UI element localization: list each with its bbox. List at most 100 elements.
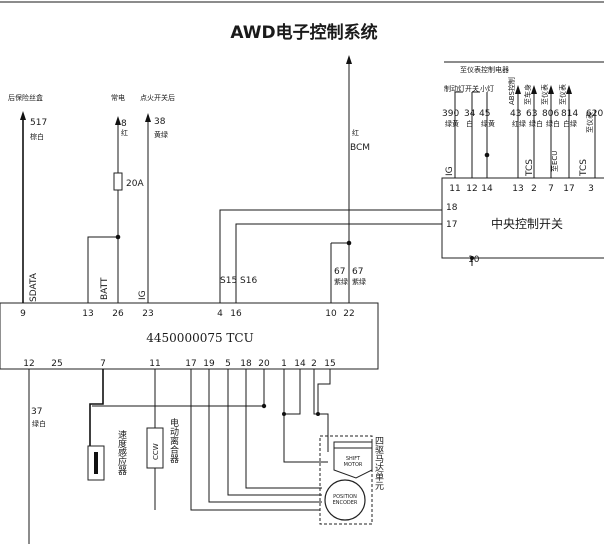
wire-15 (317, 369, 331, 414)
arrow-63 (531, 85, 537, 94)
motor-unit-frame (319, 435, 373, 525)
sw-pin-11: 11 (449, 184, 460, 194)
sw-pin-13: 13 (512, 184, 523, 194)
arrow-batt (115, 116, 121, 125)
wire-speed-sensor-b (92, 369, 265, 407)
label-s16: S16 (240, 276, 257, 286)
label-s15: S15 (220, 276, 237, 286)
wire-s16 (235, 223, 442, 303)
sw-pin-3: 3 (588, 184, 594, 194)
sw-note-c: 至ECU (551, 151, 559, 172)
tcu-top-pins: 9 13 26 23 4 16 10 22 (20, 309, 355, 319)
tcu-pin-5b: 5 (225, 359, 231, 369)
tcu-pin-13: 13 (82, 309, 93, 319)
tcu-pin-26: 26 (112, 309, 124, 319)
dest-ignition: 点火开关后 (140, 93, 175, 102)
tcu-label: 4450000075 TCU (146, 331, 253, 345)
junction-bcm (346, 240, 352, 246)
motor-unit-label: 四驱马达单元 (373, 436, 384, 491)
wire-34-color: 白 (466, 119, 473, 128)
sw-tcs-label-1: TCS (525, 159, 535, 177)
wire-620-code: 620 (586, 109, 603, 119)
wire-8-code: 8 (121, 119, 127, 129)
sw-pin-18: 18 (446, 203, 458, 213)
sw-pin-2: 2 (531, 184, 537, 194)
wire-390-color: 绿黄 (445, 119, 459, 128)
wire-45-code: 45 (479, 109, 490, 119)
tcu-pin-1b: 1 (281, 359, 287, 369)
sw-ig-label: IG (445, 166, 455, 176)
sw-note-d: 至仪表 (558, 84, 567, 105)
wire-s15 (219, 209, 442, 303)
wire-37-color-1: 绿白 (32, 419, 46, 428)
tcu-pin-16: 16 (230, 309, 242, 319)
sw-pin-10: 10 (468, 255, 480, 265)
tcu-bottom-pins: 12 25 7 11 17 19 5 18 20 1 14 2 15 (23, 359, 335, 369)
sw-note-b: 至仪表 (540, 84, 549, 105)
clutch-mark: CCW (152, 443, 160, 460)
wire-34-code: 34 (464, 109, 476, 119)
wire-17 (190, 369, 320, 511)
wire-speed-sensor-a (89, 369, 104, 464)
sw-note-e: 至仪表 (585, 112, 594, 133)
wire-18 (245, 369, 322, 489)
sw-abs-label: ABS控制 (507, 77, 516, 105)
switch-box (441, 177, 604, 259)
wire-38-code: 38 (154, 117, 166, 127)
wire-19 (208, 369, 322, 503)
tcu-pin-18b: 18 (240, 359, 252, 369)
label-batt: BATT (100, 277, 110, 300)
wire-45-color: 绿黄 (481, 119, 495, 128)
tcu-pin-22: 22 (343, 309, 354, 319)
tcu-pin-7b: 7 (100, 359, 106, 369)
shift-motor-body (333, 447, 373, 479)
wire-67b-code: 67 (352, 267, 363, 277)
sw-pin-7: 7 (548, 184, 554, 194)
wire-1 (283, 369, 328, 463)
switch-top-note: 至仪表控制电器 (460, 65, 509, 74)
speed-sensor-label: 速度感应器 (116, 430, 127, 475)
arrow-814 (566, 85, 572, 94)
switch-label: 中央控制开关 (491, 216, 563, 231)
arrow-806 (548, 85, 554, 94)
shift-motor-cap (333, 441, 373, 449)
wire-43-color: 红绿 (512, 119, 526, 128)
wire-63-color: 绿白 (529, 119, 543, 128)
sw-pin-17-side: 17 (446, 220, 457, 230)
diagram-title: AWD电子控制系统 (230, 22, 377, 43)
fuse-20a (113, 172, 123, 191)
tcu-pin-20b: 20 (258, 359, 270, 369)
tcu-pin-17b: 17 (185, 359, 196, 369)
bcm-color: 红 (352, 128, 359, 137)
wire-67a-code: 67 (334, 267, 345, 277)
dest-rear-fusebox: 后保险丝盒 (8, 93, 43, 102)
wire-batt-13 (87, 236, 118, 303)
sw-tail-label: 小灯 (480, 84, 494, 93)
wire-517-code: 517 (30, 118, 47, 128)
junction-batt (115, 234, 121, 240)
sw-stoplamp-label: 制动灯开关 (444, 84, 479, 93)
junction-2-15 (316, 412, 320, 416)
wire-8-color: 红 (121, 128, 128, 137)
tcu-box (0, 302, 379, 370)
label-ig-tcu: IG (138, 290, 148, 300)
speed-sensor-core (94, 452, 98, 474)
sw-tcs-label-2: TCS (579, 159, 589, 177)
sw-gnd-junction (470, 256, 474, 260)
shift-motor-text-2: MOTOR (344, 462, 363, 468)
wire-43-code: 43 (510, 109, 521, 119)
wire-806-color: 绿白 (546, 119, 560, 128)
junction-20 (261, 403, 267, 409)
encoder-text-1: POSITION (333, 494, 357, 500)
sw-pin-17: 17 (563, 184, 574, 194)
wire-2 (313, 369, 329, 452)
wire-814-color: 白绿 (563, 119, 577, 128)
clutch-label: 电动离合器 (168, 417, 179, 463)
sw-pin-14: 14 (481, 184, 493, 194)
wire-517-color: 棕白 (30, 132, 44, 141)
tcu-pin-14b: 14 (294, 359, 306, 369)
wire-67a-color: 紫绿 (334, 277, 348, 286)
tcu-pin-19b: 19 (203, 359, 215, 369)
tcu-pin-2b: 2 (311, 359, 317, 369)
